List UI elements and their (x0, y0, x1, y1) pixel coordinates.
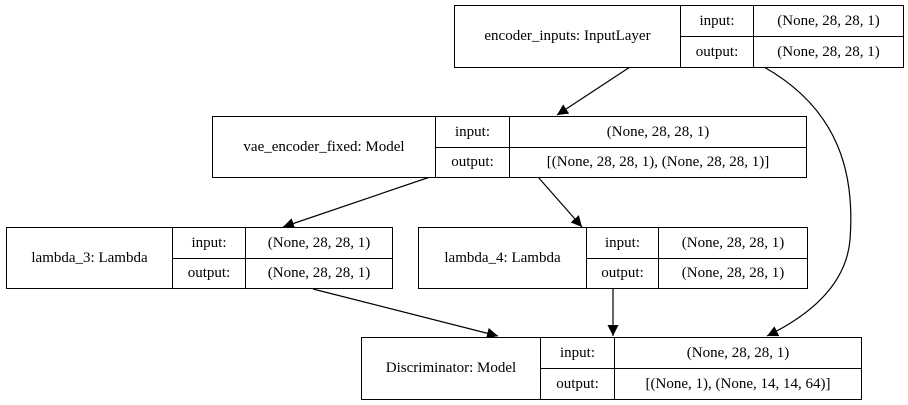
output-label: output: (172, 258, 245, 288)
node-title: lambda_3: Lambda (31, 249, 148, 266)
output-shape: (None, 28, 28, 1) (753, 36, 903, 67)
edge-encoder-inputs-to-discriminator (763, 66, 852, 337)
edge-vae-encoder-to-lambda-3 (282, 176, 431, 229)
input-shape: (None, 28, 28, 1) (614, 338, 861, 368)
input-label: input: (586, 228, 658, 258)
output-shape: [(None, 28, 28, 1), (None, 28, 28, 1)] (509, 147, 806, 177)
output-label: output: (540, 368, 614, 399)
output-label: output: (435, 147, 509, 177)
output-shape: (None, 28, 28, 1) (245, 258, 392, 288)
node-vae-encoder-fixed: vae_encoder_fixed: Model input: (None, 2… (212, 116, 807, 178)
node-title: encoder_inputs: InputLayer (484, 28, 651, 44)
node-title: Discriminator: Model (385, 360, 517, 376)
edge-lambda-3-to-discriminator (312, 288, 499, 339)
node-lambda-3: lambda_3: Lambda input: (None, 28, 28, 1… (6, 227, 393, 289)
input-shape: (None, 28, 28, 1) (753, 6, 903, 36)
input-label: input: (680, 6, 753, 36)
input-shape: (None, 28, 28, 1) (658, 228, 807, 258)
input-label: input: (172, 228, 245, 258)
input-shape: (None, 28, 28, 1) (245, 228, 392, 258)
node-lambda-4: lambda_4: Lambda input: (None, 28, 28, 1… (418, 227, 808, 289)
input-label: input: (435, 117, 509, 147)
node-title: vae_encoder_fixed: Model (243, 138, 405, 155)
node-title: lambda_4: Lambda (444, 249, 561, 266)
input-label: input: (540, 338, 614, 368)
edge-encoder-inputs-to-vae-encoder (556, 66, 631, 116)
edge-vae-encoder-to-lambda-4 (537, 176, 583, 228)
input-shape: (None, 28, 28, 1) (509, 117, 806, 147)
output-label: output: (680, 36, 753, 67)
node-discriminator: Discriminator: Model input: (None, 28, 2… (361, 337, 862, 400)
output-shape: [(None, 1), (None, 14, 14, 64)] (614, 368, 861, 399)
output-label: output: (586, 258, 658, 288)
node-encoder-inputs: encoder_inputs: InputLayer input: (None,… (454, 5, 904, 68)
output-shape: (None, 28, 28, 1) (658, 258, 807, 288)
